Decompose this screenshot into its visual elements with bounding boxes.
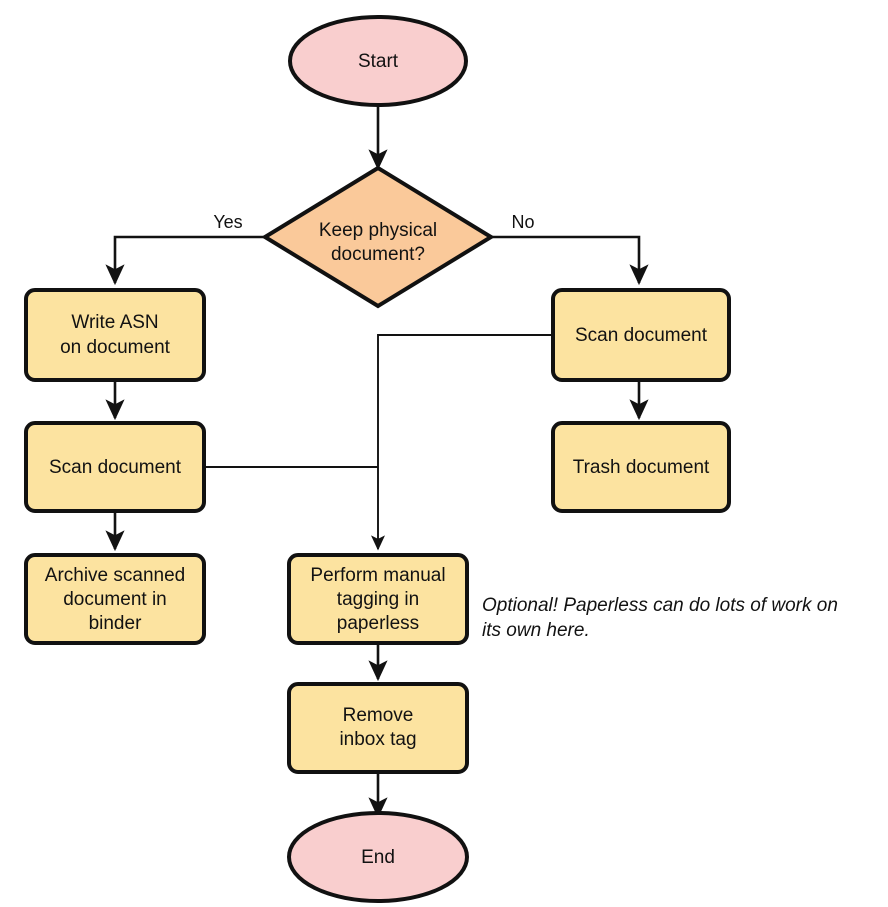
edge-decision-no-to-scan-right (491, 235, 649, 286)
node-remove-inbox-tag[interactable]: Remove inbox tag (287, 682, 469, 774)
node-decision-keep-physical-document[interactable]: Keep physical document? (261, 165, 495, 309)
node-remove-inbox-label-line2: inbox tag (339, 729, 416, 750)
node-end-label: End (361, 847, 395, 868)
node-trash-document-label: Trash document (573, 457, 710, 478)
node-decision-label-line2: document? (331, 244, 425, 265)
node-scan-document-right-label: Scan document (575, 325, 708, 346)
note-optional-line2: its own here. (482, 620, 590, 641)
node-start-label: Start (358, 51, 399, 72)
node-archive-label-line3: binder (89, 613, 142, 634)
node-archive-label-line2: document in (63, 589, 167, 610)
node-archive-label-line1: Archive scanned (45, 565, 185, 586)
node-scan-document-left-label: Scan document (49, 457, 182, 478)
node-tagging-label-line1: Perform manual (310, 565, 445, 586)
node-scan-document-right[interactable]: Scan document (551, 288, 731, 382)
note-optional-line1: Optional! Paperless can do lots of work … (482, 595, 838, 616)
edge-label-yes: Yes (213, 212, 242, 232)
edge-label-no: No (511, 212, 534, 232)
node-start[interactable]: Start (288, 15, 468, 107)
node-scan-document-left[interactable]: Scan document (24, 421, 206, 513)
note-optional-paperless: Optional! Paperless can do lots of work … (482, 595, 838, 641)
edge-decision-yes-to-write-asn (105, 235, 265, 286)
node-remove-inbox-label-line1: Remove (343, 705, 414, 726)
node-write-asn-label-line2: on document (60, 337, 171, 358)
node-write-asn-label-line1: Write ASN (71, 312, 158, 333)
node-end[interactable]: End (287, 811, 469, 903)
node-decision-label-line1: Keep physical (319, 220, 437, 241)
node-write-asn-on-document[interactable]: Write ASN on document (24, 288, 206, 382)
node-trash-document[interactable]: Trash document (551, 421, 731, 513)
node-tagging-label-line3: paperless (337, 613, 419, 634)
node-perform-manual-tagging[interactable]: Perform manual tagging in paperless (287, 553, 469, 645)
node-archive-scanned-document[interactable]: Archive scanned document in binder (24, 553, 206, 645)
node-tagging-label-line2: tagging in (337, 589, 419, 610)
edge-scan-right-to-tagging (370, 334, 553, 551)
